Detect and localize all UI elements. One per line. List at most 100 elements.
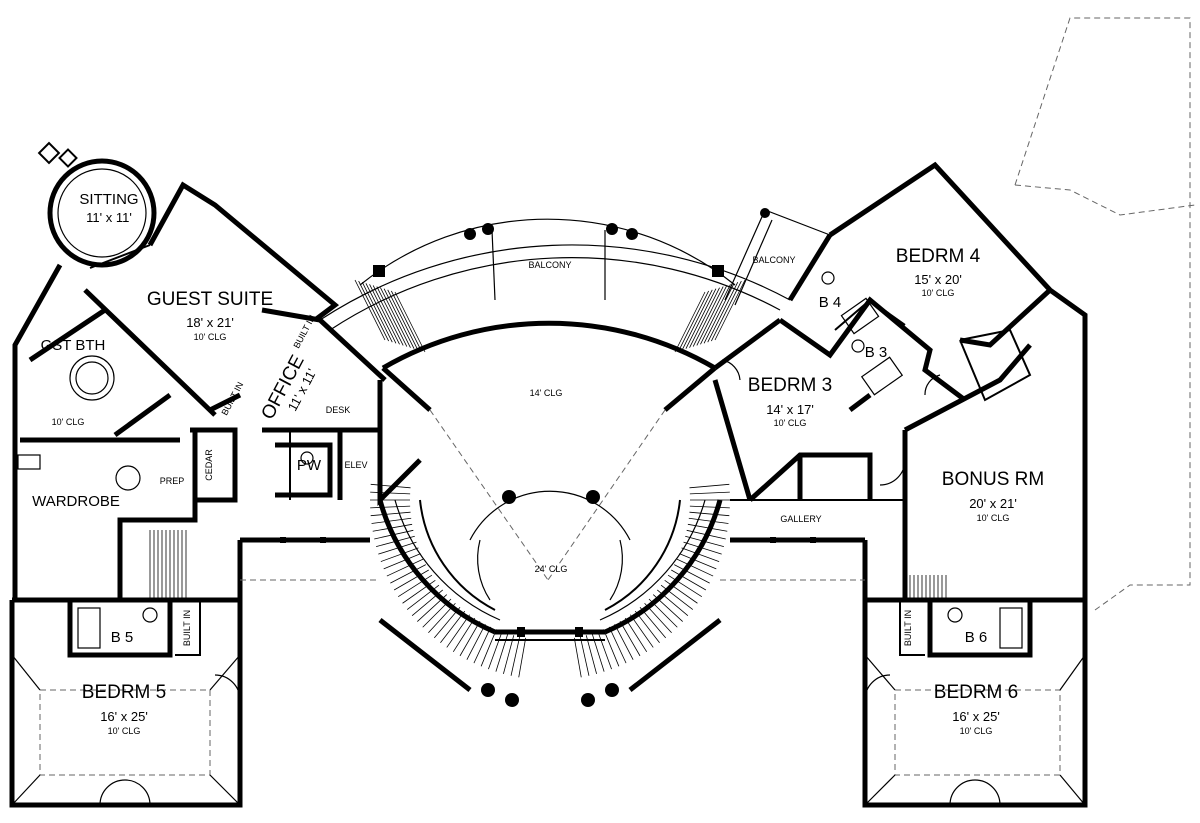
gst-bth-name: GST BTH bbox=[41, 337, 106, 354]
bedrm5-dim: 16' x 25' bbox=[100, 709, 148, 724]
stair-tread bbox=[406, 584, 440, 610]
stair-tread bbox=[683, 541, 722, 555]
bedrm5-name: BEDRM 5 bbox=[82, 682, 166, 703]
stair-tread bbox=[685, 288, 717, 349]
stair-tread bbox=[433, 606, 461, 639]
bedrm4-dim: 15' x 20' bbox=[914, 272, 962, 287]
bedrm5-walls bbox=[9, 537, 370, 808]
stair-tread bbox=[673, 564, 710, 584]
guest-suite-clg: 10' CLG bbox=[194, 332, 227, 342]
stair-tread bbox=[689, 505, 730, 509]
balcony-stairs-left bbox=[354, 279, 426, 353]
stair-tread bbox=[372, 285, 404, 346]
rotunda bbox=[370, 483, 730, 707]
stair-tread bbox=[707, 282, 739, 343]
stair-tread bbox=[378, 541, 417, 555]
left-wing-walls bbox=[12, 181, 387, 600]
bedrm3-clg: 10' CLG bbox=[774, 418, 807, 428]
stair-tread bbox=[411, 589, 444, 617]
stair-tread bbox=[681, 289, 713, 350]
stair-tread bbox=[624, 617, 648, 653]
gallery-label: GALLERY bbox=[780, 514, 821, 524]
stair-tread bbox=[354, 279, 386, 341]
stair-tread bbox=[371, 517, 412, 524]
clg14-label: 14' CLG bbox=[530, 388, 563, 398]
stair-tread bbox=[459, 621, 481, 657]
stair-tread bbox=[660, 584, 694, 610]
stair-tread bbox=[591, 633, 605, 672]
stair-tread bbox=[370, 505, 411, 509]
stair-tread bbox=[614, 623, 634, 660]
stair-tread bbox=[700, 284, 731, 345]
stair-tread bbox=[579, 636, 590, 676]
stair-tread bbox=[361, 282, 393, 343]
stair-tread bbox=[480, 629, 497, 667]
stair-tread bbox=[376, 535, 415, 547]
stair-tread bbox=[394, 291, 426, 353]
stair-tread bbox=[685, 535, 724, 547]
stair-tread bbox=[667, 574, 703, 598]
stair-tread bbox=[446, 614, 471, 648]
balcony-arcs bbox=[319, 208, 791, 353]
bonus-dim: 20' x 21' bbox=[969, 496, 1017, 511]
guest-suite-name: GUEST SUITE bbox=[147, 289, 273, 310]
bedrm4-name: BEDRM 4 bbox=[896, 246, 981, 267]
stair-tread bbox=[397, 574, 433, 598]
bedrm4-clg: 10' CLG bbox=[922, 288, 955, 298]
stair-tread bbox=[656, 589, 689, 617]
elev-label: ELEV bbox=[344, 460, 367, 470]
stair-tread bbox=[417, 594, 448, 622]
bedrm3-dim: 14' x 17' bbox=[766, 402, 814, 417]
central-hall-walls bbox=[377, 320, 753, 581]
bedrm6-dim: 16' x 25' bbox=[952, 709, 1000, 724]
stair-tread bbox=[608, 626, 627, 664]
stair-tread bbox=[440, 610, 466, 644]
sitting-dim: 11' x 11' bbox=[86, 210, 132, 225]
balcony-center-label: BALCONY bbox=[528, 260, 571, 270]
stair-tread bbox=[369, 284, 400, 345]
stair-tread bbox=[634, 610, 660, 644]
stair-tread bbox=[689, 287, 720, 348]
rotunda-stairs-right bbox=[573, 483, 730, 678]
cedar-label: CEDAR bbox=[204, 449, 214, 481]
stair-tread bbox=[386, 558, 424, 577]
stair-tread bbox=[585, 635, 597, 674]
prep-label: PREP bbox=[160, 476, 185, 486]
stair-tread bbox=[383, 553, 421, 570]
stair-tread bbox=[370, 491, 411, 495]
stair-tread bbox=[678, 290, 709, 352]
guest-suite-dim: 18' x 21' bbox=[186, 315, 234, 330]
pw-label: PW bbox=[297, 457, 322, 474]
garage-roof-outline bbox=[1014, 17, 1196, 611]
clg24-label: 24' CLG bbox=[535, 564, 568, 574]
stair-tread bbox=[573, 637, 582, 678]
room-labels: SITTING 11' x 11' GUEST SUITE 18' x 21' … bbox=[32, 191, 1044, 736]
stair-tread bbox=[681, 547, 720, 562]
stair-tread bbox=[652, 594, 683, 622]
b6-label: B 6 bbox=[965, 629, 988, 646]
b3-label: B 3 bbox=[865, 344, 888, 361]
stair-tread bbox=[488, 631, 503, 670]
stair-tread bbox=[689, 491, 730, 495]
bonus-clg: 10' CLG bbox=[977, 513, 1010, 523]
stair-tread bbox=[503, 635, 515, 674]
stair-tread bbox=[380, 547, 419, 562]
stair-tread bbox=[365, 283, 397, 344]
built-in-label-2: BUILT IN bbox=[219, 380, 245, 417]
balcony-right-label: BALCONY bbox=[752, 255, 795, 265]
stair-tread bbox=[387, 289, 419, 350]
stair-tread bbox=[380, 287, 411, 348]
stair-tread bbox=[358, 280, 389, 342]
built-in-label-3: BUILT IN bbox=[182, 610, 192, 646]
stair-tread bbox=[689, 511, 730, 517]
stair-tread bbox=[664, 579, 698, 604]
stair-tread bbox=[597, 631, 612, 670]
stair-tread bbox=[510, 636, 521, 676]
stair-tread bbox=[393, 569, 429, 591]
stair-tread bbox=[676, 558, 714, 577]
stair-tread bbox=[703, 283, 735, 344]
stair-tread bbox=[644, 602, 672, 633]
bonus-name: BONUS RM bbox=[942, 469, 1044, 490]
stair-tread bbox=[428, 602, 456, 633]
